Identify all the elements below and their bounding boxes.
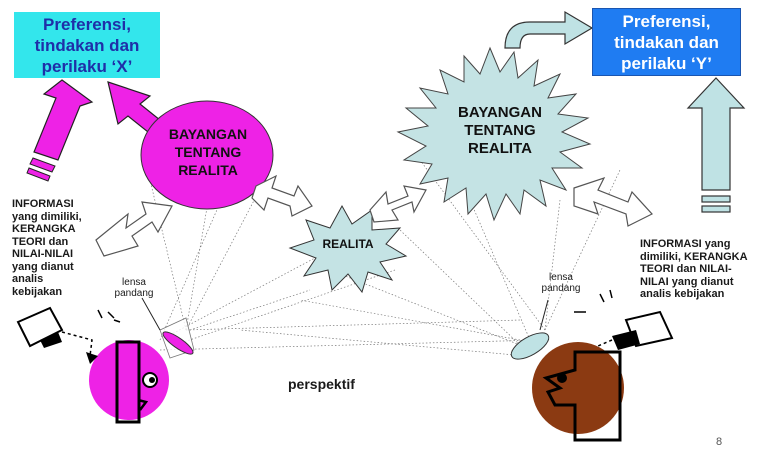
bayangan-starburst-right — [396, 46, 592, 222]
preferensi-x-text: Preferensi, tindakan dan perilaku ‘X’ — [34, 14, 140, 76]
lensa-pandang-right: lensa pandang — [541, 272, 581, 294]
realita-star — [288, 204, 408, 294]
motion-marks — [97, 289, 613, 323]
page-number: 8 — [716, 436, 723, 448]
bayangan-right-label: BAYANGAN TENTANG REALITA — [458, 104, 542, 157]
bayangan-ellipse-left — [140, 100, 274, 210]
book-icon-left — [16, 306, 98, 364]
double-arrows — [95, 174, 653, 257]
preferensi-box-y: Preferensi, tindakan dan perilaku ‘Y’ — [592, 8, 741, 76]
head-icon-left — [89, 340, 169, 424]
book-icon-right — [597, 310, 674, 350]
perspektif-label: perspektif — [288, 376, 355, 392]
preferensi-y-text: Preferensi, tindakan dan perilaku ‘Y’ — [614, 11, 719, 73]
magenta-arrow-1 — [26, 79, 94, 182]
lens-right — [510, 332, 550, 360]
realita-label: REALITA — [322, 237, 374, 251]
head-icon-right — [532, 342, 624, 442]
lensa-pandang-left: lensa pandang — [114, 277, 154, 299]
bayangan-left-label: BAYANGAN TENTANG REALITA — [168, 126, 248, 178]
lensa-pointer-left — [141, 297, 161, 331]
preferensi-box-x: Preferensi, tindakan dan perilaku ‘X’ — [14, 12, 160, 78]
teal-arrow-up — [686, 77, 746, 213]
lensa-pointer-right — [539, 299, 549, 331]
info-left-text: INFORMASI yang dimiliki, KERANGKA TEORI … — [12, 198, 82, 298]
info-right-text: INFORMASI yang dimiliki, KERANGKA TEORI … — [640, 238, 748, 300]
lens-left — [159, 317, 195, 359]
teal-arrow-curved — [504, 10, 594, 49]
